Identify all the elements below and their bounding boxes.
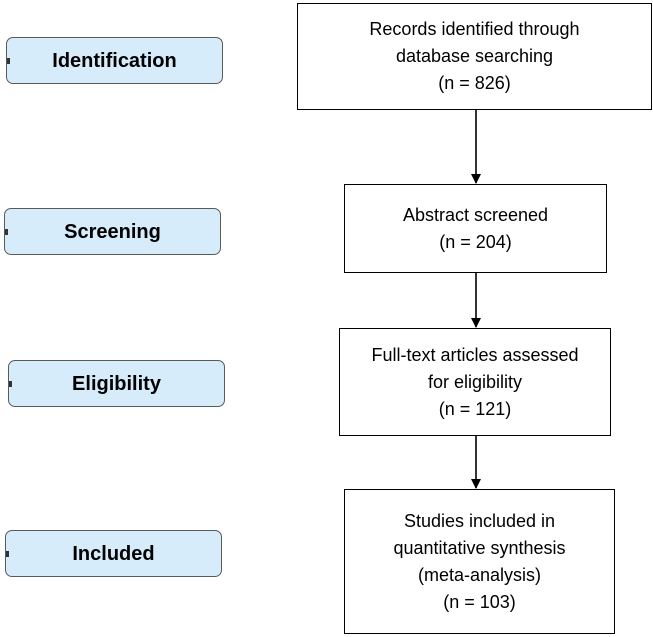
stage-label-text: Eligibility xyxy=(72,372,161,395)
stage-label-screening: Screening xyxy=(4,208,221,255)
box-line: (n = 121) xyxy=(438,398,512,419)
stage-tick xyxy=(7,57,10,64)
stage-label-included: Included xyxy=(5,530,222,577)
box-line: (n = 204) xyxy=(439,231,512,252)
box-line: Studies included in xyxy=(403,510,556,531)
box-line: Full-text articles assessed xyxy=(371,344,579,365)
box-line: Abstract screened xyxy=(402,204,549,225)
stage-tick xyxy=(9,380,12,387)
stage-label-text: Included xyxy=(72,542,155,565)
stage-label-eligibility: Eligibility xyxy=(8,360,225,407)
box-line: (n = 103) xyxy=(443,591,516,612)
stage-tick xyxy=(6,550,9,557)
stage-label-text: Screening xyxy=(64,220,161,243)
stage-label-identification: Identification xyxy=(6,37,223,84)
box-fulltext-assessed: Full-text articles assessed for eligibil… xyxy=(339,328,611,436)
box-line: Records identified through xyxy=(369,19,580,39)
stage-label-text: Identification xyxy=(52,49,177,72)
box-records-identified: Records identified through database sear… xyxy=(297,3,652,110)
stage-tick xyxy=(5,228,8,235)
box-line: database searching xyxy=(395,46,554,66)
box-line: (n = 826) xyxy=(438,73,511,93)
box-abstract-screened: Abstract screened (n = 204) xyxy=(344,184,607,273)
box-line: for eligibility xyxy=(427,371,523,392)
box-line: quantitative synthesis xyxy=(393,537,566,558)
box-line: (meta-analysis) xyxy=(417,564,542,585)
box-studies-included: Studies included in quantitative synthes… xyxy=(344,489,615,634)
